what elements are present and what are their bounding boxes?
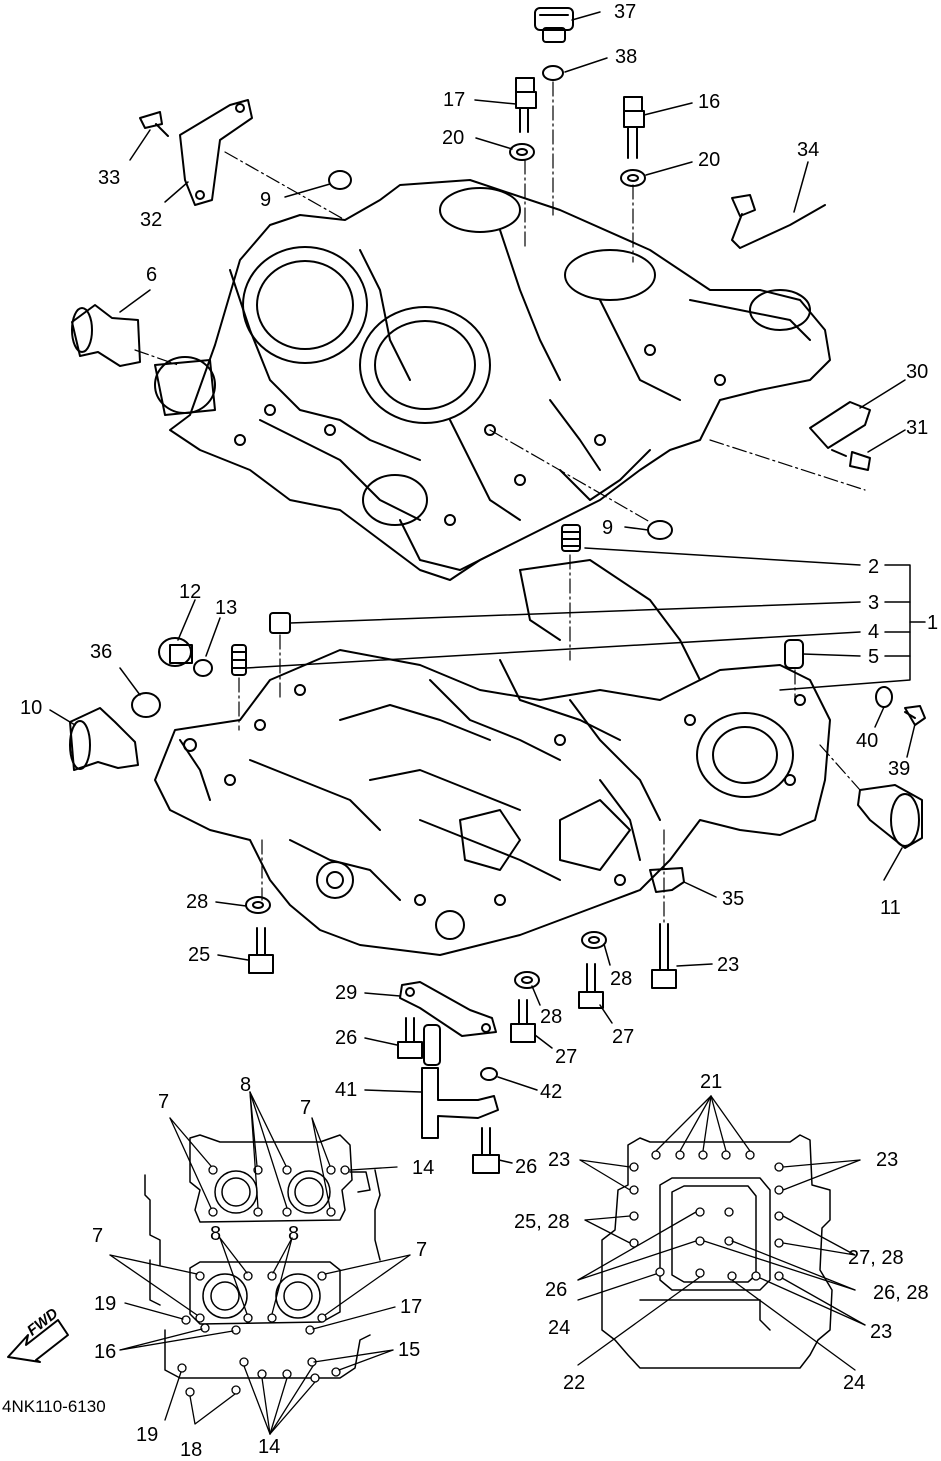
leader-lines: [49, 11, 926, 1164]
callout-20b: 20: [698, 149, 721, 171]
callout-40: 40: [856, 730, 879, 752]
callout-27-28: 27, 28: [848, 1247, 904, 1269]
callout-13: 13: [215, 597, 238, 619]
callout-9a: 9: [260, 189, 272, 211]
part-code: 4NK110-6130: [2, 1397, 106, 1416]
callout-7a: 7: [158, 1091, 170, 1113]
callout-9b: 9: [602, 517, 614, 539]
callout-26-28: 26, 28: [873, 1282, 929, 1304]
callout-37: 37: [614, 1, 637, 23]
bolt-pattern-right: [577, 1095, 866, 1371]
callout-23b: 23: [548, 1149, 571, 1171]
callout-18: 18: [180, 1439, 203, 1461]
callout-14a: 14: [412, 1157, 435, 1179]
callout-7d: 7: [416, 1239, 428, 1261]
callout-17: 17: [443, 89, 466, 111]
callout-25: 25: [188, 944, 211, 966]
callout-26c: 26: [545, 1279, 568, 1301]
callout-42: 42: [540, 1081, 563, 1103]
lower-crankcase: [154, 559, 831, 956]
callout-7b: 7: [300, 1097, 312, 1119]
callout-11: 11: [880, 897, 901, 919]
callout-15: 15: [398, 1339, 421, 1361]
callout-25-28: 25, 28: [514, 1211, 570, 1233]
callout-20a: 20: [442, 127, 465, 149]
callout-39: 39: [888, 758, 911, 780]
callout-17b: 17: [400, 1296, 423, 1318]
callout-26a: 26: [335, 1027, 358, 1049]
callout-29: 29: [335, 982, 358, 1004]
callout-26b: 26: [515, 1156, 538, 1178]
callout-28a: 28: [186, 891, 209, 913]
callout-23a: 23: [717, 954, 740, 976]
callout-21: 21: [700, 1071, 723, 1093]
callout-19a: 19: [94, 1293, 117, 1315]
callout-10: 10: [20, 697, 43, 719]
callout-27b: 27: [555, 1046, 578, 1068]
fwd-arrow-icon: [7, 1319, 69, 1363]
callout-8b: 8: [210, 1223, 222, 1245]
callout-19b: 19: [136, 1424, 159, 1446]
center-lines: [134, 81, 866, 926]
callout-3: 3: [868, 592, 880, 614]
callout-38: 38: [615, 46, 638, 68]
callout-24b: 24: [843, 1372, 866, 1394]
callout-33: 33: [98, 167, 121, 189]
upper-crankcase: [154, 179, 831, 581]
callout-2: 2: [868, 556, 880, 578]
callout-30: 30: [906, 361, 929, 383]
callout-14b: 14: [258, 1436, 281, 1458]
callout-12: 12: [179, 581, 202, 603]
callout-5: 5: [868, 646, 880, 668]
callout-32: 32: [140, 209, 163, 231]
callout-34: 34: [797, 139, 820, 161]
callout-36: 36: [90, 641, 113, 663]
callout-7c: 7: [92, 1225, 104, 1247]
callout-41: 41: [335, 1079, 358, 1101]
callout-8c: 8: [288, 1223, 300, 1245]
callout-4: 4: [868, 621, 880, 643]
callout-35: 35: [722, 888, 745, 910]
callout-16b: 16: [94, 1341, 117, 1363]
callout-28b: 28: [610, 968, 633, 990]
callout-31: 31: [906, 417, 929, 439]
callout-28c: 28: [540, 1006, 563, 1028]
callout-23d: 23: [870, 1321, 893, 1343]
small-parts: [69, 7, 926, 1174]
callout-22: 22: [563, 1372, 586, 1394]
callout-27a: 27: [612, 1026, 635, 1048]
bolt-pattern-left: [109, 1091, 411, 1435]
callout-16: 16: [698, 91, 721, 113]
callout-6: 6: [146, 264, 158, 286]
callout-23c: 23: [876, 1149, 899, 1171]
callout-1: 1: [927, 612, 939, 634]
callout-8a: 8: [240, 1074, 252, 1096]
callout-24a: 24: [548, 1317, 571, 1339]
